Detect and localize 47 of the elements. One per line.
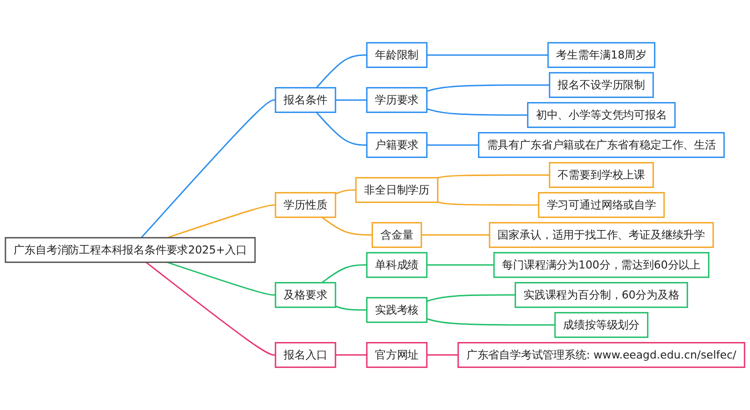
connector: [335, 306, 367, 311]
node-box: 单科成绩: [366, 252, 428, 278]
node-box: 需具有广东省户籍或在广东省有稳定工作、生活: [478, 132, 725, 158]
connector: [421, 234, 490, 236]
connector: [426, 54, 548, 56]
connector: [146, 262, 276, 356]
node-box: 不需要到学校上课: [548, 162, 654, 188]
connector: [426, 294, 516, 302]
node-box: 广东省自学考试管理系统: www.eeagd.edu.cn/selfec/: [458, 342, 746, 368]
node-box: 成绩按等级划分: [554, 312, 648, 338]
node-box: 报名入口: [274, 342, 336, 368]
node-box: 考生需年满18周岁: [547, 42, 656, 68]
node-box: 学历性质: [274, 192, 336, 218]
connector: [140, 99, 276, 238]
node-box: 非全日制学历: [355, 177, 438, 203]
node-box: 初中、小学等文凭均可报名: [527, 102, 676, 128]
node-box: 每门课程满分为100分，需达到60分以上: [493, 252, 710, 278]
node-box: 报名不设学历限制: [548, 72, 654, 98]
connector: [426, 144, 479, 146]
connector: [322, 216, 372, 236]
connector: [426, 318, 555, 326]
node-box: 学历要求: [366, 87, 428, 113]
node-box: 官方网址: [366, 342, 428, 368]
node-box: 户籍要求: [366, 132, 428, 158]
connector: [166, 204, 276, 238]
node-box: 学习可通过网络或自学: [538, 192, 665, 218]
node-box: 国家承认，适用于找工作、考证及继续升学: [488, 222, 714, 248]
connector: [166, 262, 276, 296]
connector: [438, 201, 539, 206]
connector: [438, 174, 550, 179]
connector: [316, 54, 367, 88]
node-box: 报名条件: [274, 87, 336, 113]
connector: [426, 354, 458, 356]
connector: [322, 264, 367, 284]
connector: [426, 264, 494, 266]
connector: [426, 84, 550, 92]
connector: [335, 189, 356, 194]
node-box: 及格要求: [274, 282, 336, 308]
connector: [426, 108, 528, 116]
node-box: 年龄限制: [366, 42, 428, 68]
node-box: 实践考核: [366, 297, 428, 323]
node-box: 含金量: [372, 222, 422, 248]
node-box: 广东自考消防工程本科报名条件要求2025+入口: [4, 237, 256, 263]
node-box: 实践课程为百分制，60分为及格: [514, 282, 688, 308]
connector: [335, 99, 367, 101]
connector: [335, 354, 367, 356]
connector: [316, 112, 367, 146]
